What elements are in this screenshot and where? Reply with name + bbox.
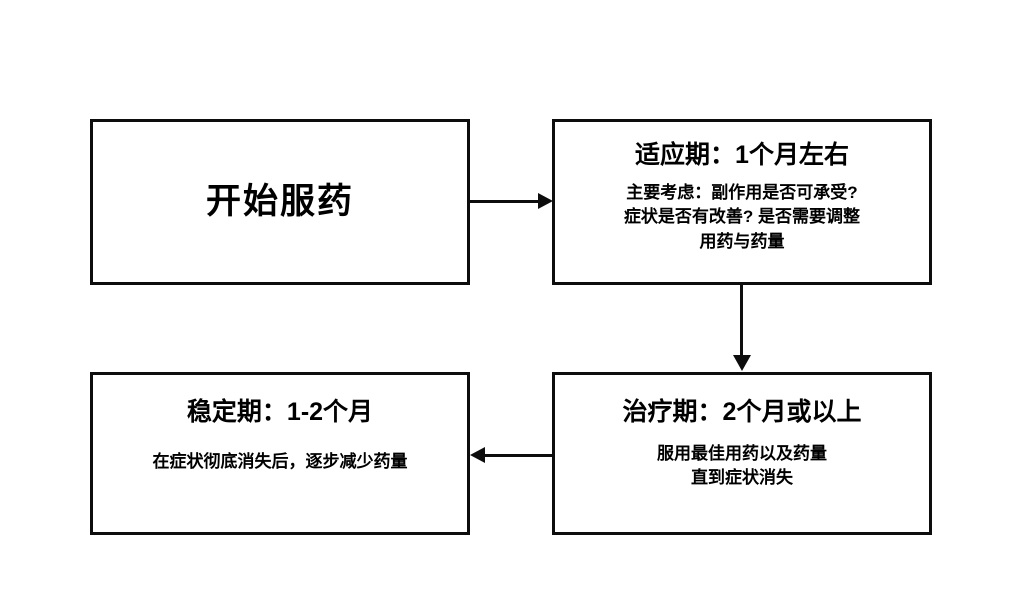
node-stabilization-phase-title: 稳定期：1-2个月 (186, 398, 374, 426)
node-stabilization-phase-body: 在症状彻底消失后，逐步减少药量 (153, 450, 408, 474)
node-adaptation-phase: 适应期：1个月左右 主要考虑：副作用是否可承受? 症状是否有改善? 是否需要调整… (552, 119, 932, 285)
node-treatment-phase-body-line-1: 服用最佳用药以及药量 (657, 444, 827, 464)
edge-treatment-to-stabilization-line (485, 454, 552, 457)
node-treatment-phase: 治疗期：2个月或以上 服用最佳用药以及药量 直到症状消失 (552, 372, 932, 535)
arrow-right-icon (538, 193, 553, 209)
arrow-left-icon (470, 447, 485, 463)
node-start-medication-title: 开始服药 (205, 182, 354, 221)
node-stabilization-phase: 稳定期：1-2个月 在症状彻底消失后，逐步减少药量 (90, 372, 470, 535)
arrow-down-icon (733, 355, 751, 371)
edge-start-to-adaptation-line (470, 200, 540, 203)
node-adaptation-phase-title: 适应期：1个月左右 (635, 141, 849, 169)
node-start-medication: 开始服药 (90, 119, 470, 285)
node-adaptation-phase-body: 主要考虑：副作用是否可承受? 症状是否有改善? 是否需要调整 用药与药量 (624, 181, 860, 253)
node-treatment-phase-body: 服用最佳用药以及药量 直到症状消失 (657, 442, 827, 490)
node-adaptation-phase-body-line-1: 主要考虑：副作用是否可承受? (626, 183, 858, 203)
node-treatment-phase-title: 治疗期：2个月或以上 (622, 398, 862, 426)
node-stabilization-phase-body-line-1: 在症状彻底消失后，逐步减少药量 (152, 452, 408, 472)
node-adaptation-phase-body-line-3: 用药与药量 (699, 231, 785, 251)
node-adaptation-phase-body-line-2: 症状是否有改善? 是否需要调整 (623, 207, 861, 227)
node-treatment-phase-body-line-2: 直到症状消失 (691, 468, 793, 488)
edge-adaptation-to-treatment-line (740, 285, 743, 357)
